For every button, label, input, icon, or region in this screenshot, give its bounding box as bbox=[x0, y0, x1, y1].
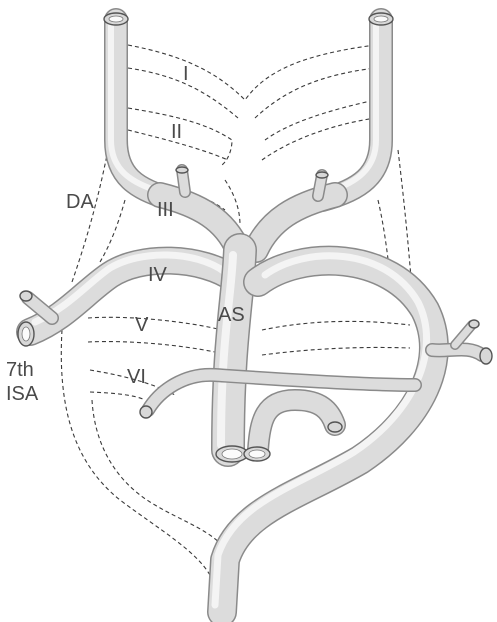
left-dorsal-aorta-outline-inner bbox=[100, 200, 125, 262]
isa-label-line2: ISA bbox=[6, 384, 38, 404]
arch-1-label: I bbox=[183, 64, 189, 84]
isa-label-line1: 7th bbox=[6, 360, 34, 380]
arch-5-label: V bbox=[135, 315, 148, 335]
arch-5-outline-lower bbox=[88, 342, 410, 355]
arch-3-label: III bbox=[157, 200, 174, 220]
arch-1-outline-lower bbox=[128, 68, 375, 118]
arch-6-outline-lower bbox=[90, 392, 145, 400]
left-lower-outline-inner bbox=[92, 400, 222, 545]
arch-4-label: IV bbox=[148, 265, 167, 285]
arch-2-outline-right bbox=[262, 100, 375, 160]
arch-2-label: II bbox=[171, 122, 182, 142]
vessels bbox=[28, 20, 482, 612]
left-dorsal-aorta-outline-outer bbox=[72, 150, 108, 282]
dorsal-aorta-label: DA bbox=[66, 192, 94, 212]
arch-6-label: VI bbox=[127, 367, 146, 387]
arch-1-outline bbox=[128, 45, 375, 100]
aortic-sac-label: AS bbox=[218, 305, 245, 325]
